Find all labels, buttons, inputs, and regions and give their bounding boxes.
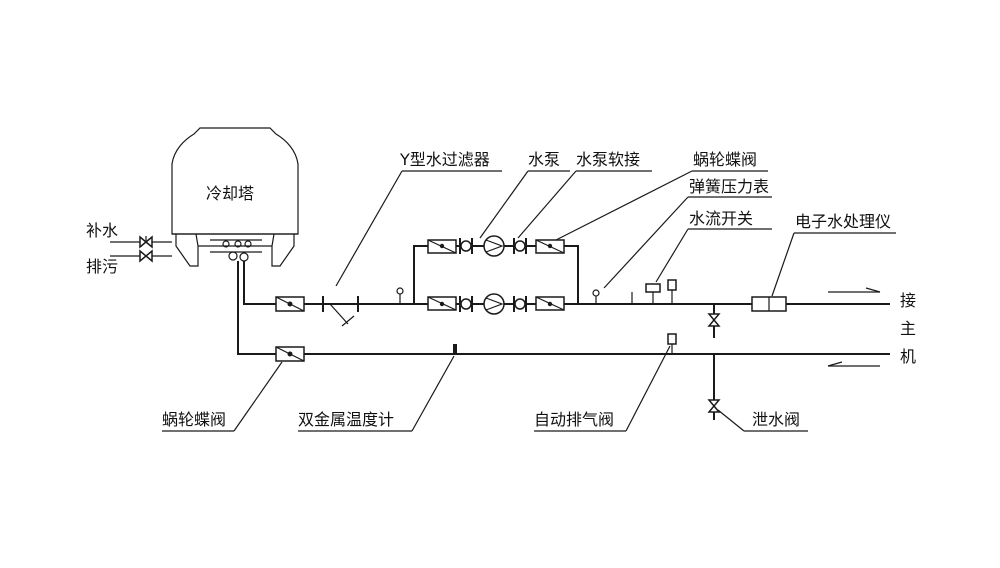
return-pipe <box>237 261 890 420</box>
air-vent-label: 自动排气阀 <box>534 410 615 429</box>
flow-switch-label: 水流开关 <box>689 209 754 228</box>
drain-valve-label: 泄水阀 <box>752 410 801 429</box>
cooling-tower-label: 冷却塔 <box>206 184 255 203</box>
y-filter-label: Y型水过滤器 <box>400 150 490 169</box>
drain-label: 排污 <box>86 257 119 276</box>
connect-chiller-char-2: 主 <box>900 319 917 338</box>
makeup-water-label: 补水 <box>86 221 119 240</box>
worm-valve-top-label: 蜗轮蝶阀 <box>693 150 758 169</box>
makeup-water-line <box>110 235 172 249</box>
supply-pipe <box>243 261 890 327</box>
water-processor-label: 电子水处理仪 <box>795 212 892 231</box>
leader-lines <box>162 170 896 432</box>
thermometer-label: 双金属温度计 <box>298 410 395 429</box>
pump-flex-label: 水泵软接 <box>576 150 641 169</box>
supply-devices <box>592 279 881 338</box>
pump-branch <box>413 235 579 315</box>
cooling-tower <box>171 127 299 267</box>
worm-valve-bottom-label: 蜗轮蝶阀 <box>162 410 227 429</box>
pressure-gauge-label: 弹簧压力表 <box>689 177 770 196</box>
connect-chiller-char-1: 接 <box>900 291 917 310</box>
connect-chiller-char-3: 机 <box>900 347 917 366</box>
drain-line <box>110 249 172 263</box>
pump-label: 水泵 <box>528 150 561 169</box>
